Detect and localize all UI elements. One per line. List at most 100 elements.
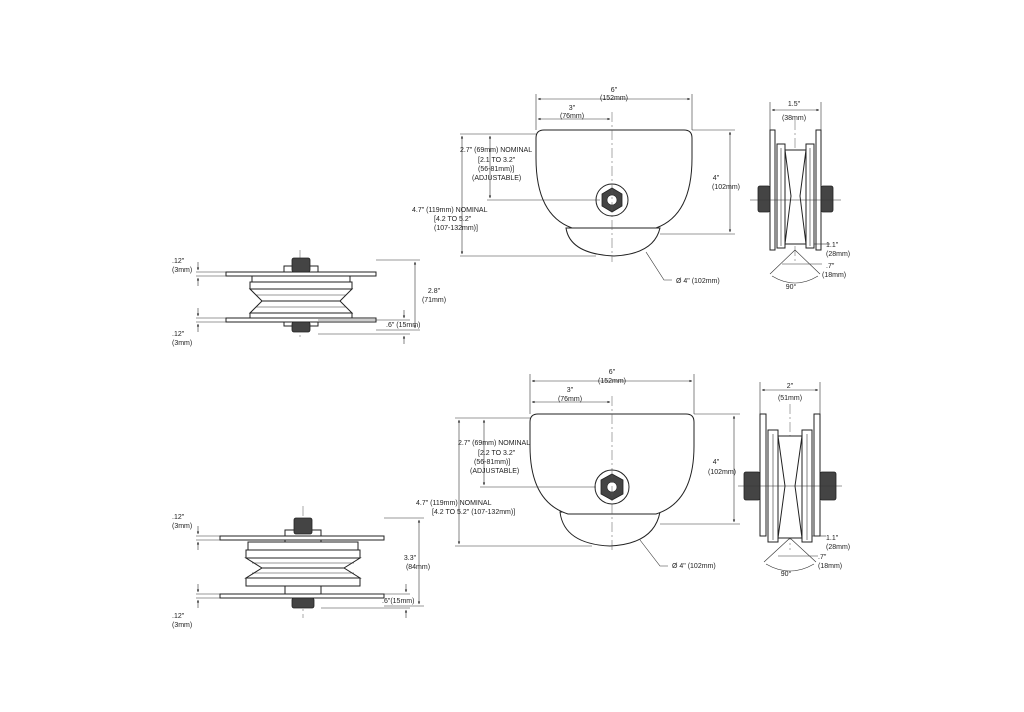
v-groove-wheel (776, 143, 815, 249)
groove-angle: 90° (763, 537, 817, 578)
axle-range-label: [2.1 TO 3.2" (478, 157, 516, 164)
dim-rim-label: 1.1" (826, 535, 839, 542)
dim-bottom-spacing-label: .12" (172, 613, 185, 620)
wheel-range-label: [4.2 TO 5.2" (434, 216, 472, 223)
wheel-range-mm: (107-132mm)] (434, 225, 478, 232)
wheel-bottom (565, 227, 661, 257)
dimension-axle-height: 2.7" (69mm) NOMINAL [2.2 TO 3.2" (56-81m… (455, 417, 596, 488)
dimension-top-spacing: .12" (3mm) (172, 258, 226, 286)
axle-range-mm: (56-81mm)] (474, 459, 510, 466)
dim-height-mm: (102mm) (712, 184, 740, 191)
wheel-range-label: [4.2 TO 5.2" (107-132mm)] (432, 509, 515, 516)
axle-range-mm: (56-81mm)] (478, 166, 514, 173)
dim-height-label: 4" (713, 459, 720, 466)
axle-nut (738, 471, 842, 501)
dim-half-width-label: 3" (567, 387, 574, 394)
dimension-width: 1.5" (38mm) (769, 101, 822, 130)
wheel-diameter-label: Ø 4" (102mm) (676, 278, 720, 285)
dim-groove-mm: (18mm) (818, 563, 842, 570)
dim-bottom-spacing-mm: (3mm) (172, 340, 192, 347)
dim-top-spacing-label: .12" (172, 514, 185, 521)
dimension-width: 6" (152mm) (529, 369, 695, 414)
dimension-width: 2" (51mm) (759, 382, 821, 414)
bracket-plate-right (815, 129, 822, 251)
lower-front-view: 6" (152mm) 3" (76mm) 4" (102mm) 2.7" (69… (416, 369, 740, 570)
dimension-hub: .6"(15mm) (321, 584, 414, 618)
dim-groove-label: .7" (826, 263, 835, 270)
dim-groove-mm: (18mm) (822, 272, 846, 279)
dim-height-label: 2.8" (428, 288, 441, 295)
dim-half-width-mm: (76mm) (558, 396, 582, 403)
dim-hub-label: .6"(15mm) (382, 598, 414, 605)
dimension-axle-height: 2.7" (69mm) NOMINAL [2.1 TO 3.2" (56-81m… (460, 133, 600, 201)
upper-side-view: 1.5" (38mm) 1.1" (28mm) .7" (18mm) 90° (750, 101, 850, 291)
dimension-wheel-height: 4.7" (119mm) NOMINAL [4.2 TO 5.2" (107-1… (412, 135, 596, 257)
dim-top-spacing-mm: (3mm) (172, 523, 192, 530)
nominal-axle-label: 2.7" (69mm) NOMINAL (460, 147, 532, 154)
dim-width-label: 6" (609, 369, 616, 376)
dimension-bottom-spacing: .12" (3mm) (172, 584, 220, 629)
upper-front-view: 6" (152mm) 3" (76mm) 4" (102mm) 2.7" (69… (412, 87, 740, 285)
dimension-width: 6" (152mm) (535, 87, 693, 130)
nominal-wheel-label: 4.7" (119mm) NOMINAL (416, 500, 492, 507)
dimension-top-spacing: .12" (3mm) (172, 514, 220, 550)
bracket-plate (535, 129, 693, 229)
dim-top-spacing-label: .12" (172, 258, 185, 265)
dim-rim-label: 1.1" (826, 242, 839, 249)
dimension-height: 3.3" (84mm) (384, 517, 430, 607)
dim-height-mm: (102mm) (708, 469, 736, 476)
bracket-plates (219, 535, 385, 599)
dim-width-label: 2" (787, 383, 794, 390)
angle-label: 90° (786, 283, 797, 291)
lower-side-view: 2" (51mm) 1.1" (28mm) .7" (18mm) 90° (738, 382, 850, 578)
dimension-rim: 1.1" (28mm) (814, 242, 850, 258)
dim-rim-mm: (28mm) (826, 544, 850, 551)
dimension-bottom-spacing: .12" (3mm) (172, 308, 226, 347)
dimension-half-width: 3" (76mm) (537, 105, 611, 121)
angle-label: 90° (781, 570, 792, 578)
dim-groove-label: .7" (818, 554, 827, 561)
dim-height-label: 4" (713, 175, 720, 182)
dim-bottom-spacing-mm: (3mm) (172, 622, 192, 629)
nominal-wheel-label: 4.7" (119mm) NOMINAL (412, 207, 488, 214)
dim-rim-mm: (28mm) (826, 251, 850, 258)
dimension-groove: .7" (18mm) (778, 554, 842, 570)
nominal-axle-label: 2.7" (69mm) NOMINAL (458, 440, 530, 447)
lower-top-view: 3.3" (84mm) .12" (3mm) .12" (3mm) .6"(15… (172, 506, 430, 629)
dim-top-spacing-mm: (3mm) (172, 267, 192, 274)
dim-width-label: 1.5" (788, 101, 801, 108)
dimension-groove: .7" (18mm) (782, 263, 846, 279)
wheel-body (244, 506, 362, 618)
groove-angle: 90° (769, 249, 821, 291)
dim-height-mm: (71mm) (422, 297, 446, 304)
dimension-wheel-height: 4.7" (119mm) NOMINAL [4.2 TO 5.2" (107-1… (416, 419, 592, 547)
bracket-plate-left (769, 129, 776, 251)
dim-half-width-mm: (76mm) (560, 113, 584, 120)
adjustable-label: (ADJUSTABLE) (472, 175, 521, 182)
wheel-diameter-callout: Ø 4" (102mm) (639, 539, 716, 570)
axle-nut (291, 517, 315, 609)
dimension-hub: .6" (15mm) (318, 310, 420, 344)
wheel-diameter-label: Ø 4" (102mm) (672, 563, 716, 570)
dim-width-mm: (51mm) (778, 395, 802, 402)
dim-width-mm: (38mm) (782, 115, 806, 122)
dim-half-width-label: 3" (569, 105, 576, 112)
dim-height-label: 3.3" (404, 555, 417, 562)
dim-width-mm: (152mm) (600, 95, 628, 102)
axle-nut (750, 185, 841, 213)
dimension-height: 2.8" (71mm) (376, 259, 446, 331)
dim-width-label: 6" (611, 87, 618, 94)
dimension-height: 4" (102mm) (660, 129, 740, 235)
axle-nut (291, 257, 311, 333)
dim-bottom-spacing-label: .12" (172, 331, 185, 338)
dimension-rim: 1.1" (28mm) (812, 535, 850, 551)
bracket-plate-left (759, 413, 767, 537)
wheel-diameter-callout: Ø 4" (102mm) (645, 251, 720, 285)
dimension-half-width: 3" (76mm) (531, 387, 611, 404)
adjustable-label: (ADJUSTABLE) (470, 468, 519, 475)
upper-top-view: 2.8" (71mm) .12" (3mm) .12" (3mm) .6" (1… (172, 250, 446, 347)
dim-hub-label: .6" (15mm) (386, 322, 420, 329)
dim-height-mm: (84mm) (406, 564, 430, 571)
dim-width-mm: (152mm) (598, 378, 626, 385)
